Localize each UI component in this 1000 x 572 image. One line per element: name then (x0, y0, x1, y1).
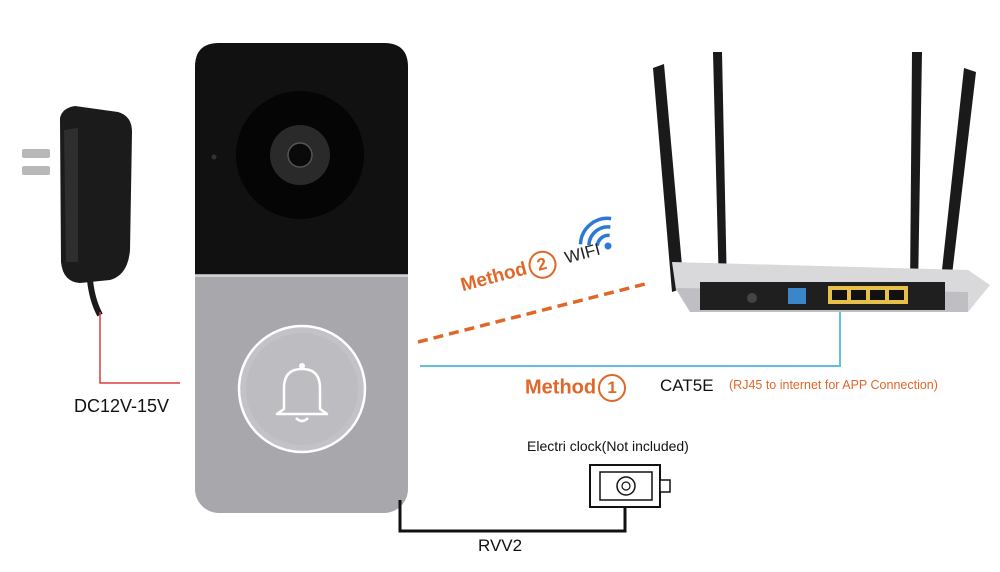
rvv2-label: RVV2 (478, 536, 523, 555)
wifi-icon (578, 216, 612, 250)
electric-lock-icon (589, 464, 671, 508)
cat5e-label: CAT5E (660, 376, 714, 395)
bell-icon (275, 363, 329, 423)
lock-label: Electri clock(Not included) (527, 438, 689, 454)
doorbell-device (195, 43, 408, 513)
router-device (653, 52, 990, 312)
power-label: DC12V-15V (74, 396, 170, 416)
wifi-connection-line (417, 282, 646, 344)
cat5e-cable (420, 300, 841, 367)
method1-text: Method (525, 376, 597, 399)
power-adapter (22, 106, 132, 317)
power-wire (99, 312, 180, 384)
wifi-label: WIFI (562, 239, 603, 268)
method1-number: 1 (598, 374, 627, 402)
cat5e-note: (RJ45 to internet for APP Connection) (729, 378, 938, 392)
rvv2-cable (398, 500, 627, 533)
